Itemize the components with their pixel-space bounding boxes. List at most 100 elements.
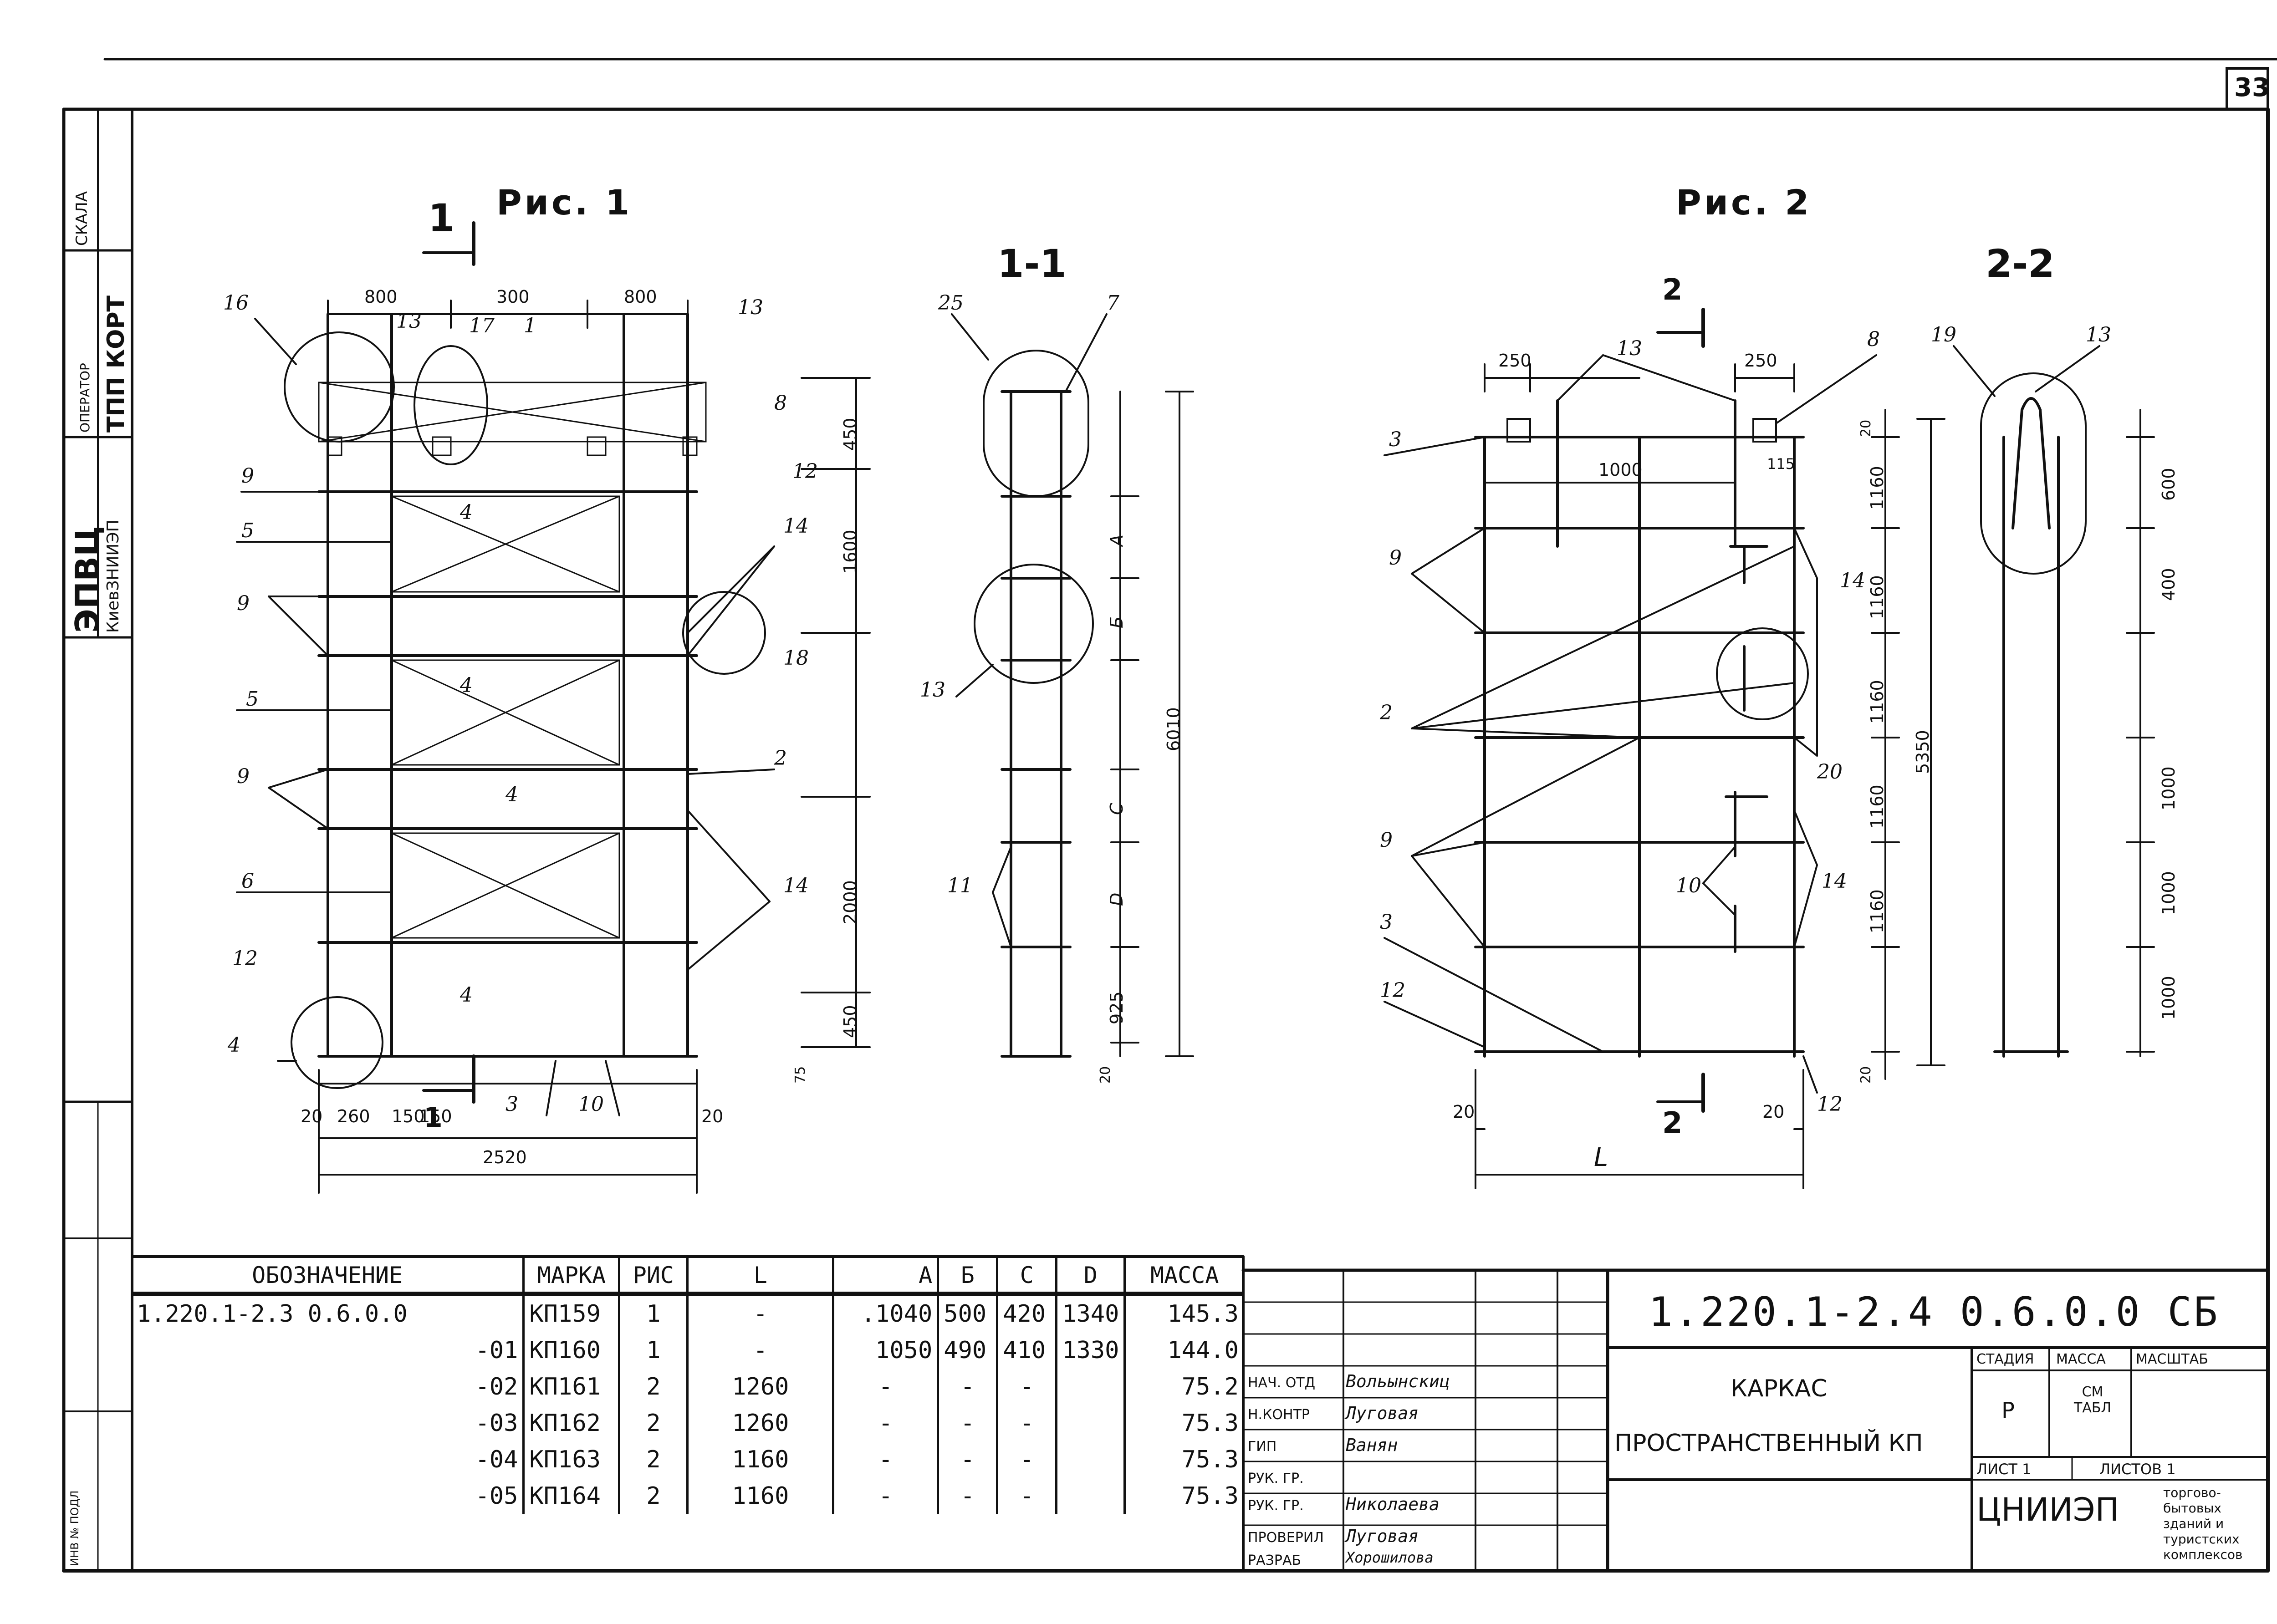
fig2-leader-14b: 14	[1822, 870, 1847, 893]
spec-cell: -	[938, 1441, 999, 1478]
sec11-dim-b: Б	[1107, 616, 1127, 628]
sec22-dim-1000a: 1000	[2159, 766, 2179, 810]
sec11-dim-a: A	[1107, 535, 1127, 546]
fig2-dim-115: 115	[1767, 455, 1795, 473]
organization-desc-2: бытовых	[2163, 1501, 2221, 1516]
fig1-dim-right-2: 1600	[840, 529, 860, 574]
spec-cell: -	[938, 1405, 999, 1441]
signature-role: НАЧ. ОТД	[1248, 1375, 1316, 1391]
signature-role: РАЗРАБ	[1248, 1553, 1302, 1568]
skala-label: СКАЛА	[73, 191, 91, 246]
spec-cell	[1056, 1369, 1126, 1405]
fig1-dim-right-4: 450	[840, 1005, 860, 1038]
fig1-leader-9a: 9	[241, 464, 254, 488]
spec-cell	[1056, 1441, 1126, 1478]
table-row: -01 КП160 1 - 1050 490 410 1330 144.0	[132, 1332, 1243, 1369]
fig1-leader-6: 6	[241, 870, 254, 893]
spec-header: L	[687, 1257, 835, 1296]
spec-header: РИС	[619, 1257, 689, 1296]
fig2-dim-L: L	[1594, 1143, 1608, 1172]
fig1-leader-12b: 12	[232, 947, 258, 970]
spec-cell: КП162	[523, 1405, 621, 1441]
mass-header: МАССА	[2056, 1351, 2106, 1367]
organization-desc-4: туристских	[2163, 1532, 2240, 1547]
spec-cell: КП159	[523, 1294, 621, 1332]
fig2-leader-20: 20	[1817, 760, 1843, 784]
fig1-dim-right-1: 450	[840, 417, 860, 451]
sec11-dim-20: 20	[1098, 1066, 1113, 1084]
spec-cell: 1050	[833, 1332, 939, 1369]
fig2-dim-1000: 1000	[1598, 460, 1643, 480]
spec-cell: 500	[938, 1294, 999, 1332]
fig2-leader-12a: 12	[1380, 979, 1405, 1002]
sec11-leader-7: 7	[1107, 291, 1119, 315]
spec-cell: 2	[619, 1478, 689, 1514]
fig1-leader-13a: 13	[396, 310, 422, 333]
signature-role: РУК. ГР.	[1248, 1498, 1304, 1514]
fig2-dim-b20a: 20	[1453, 1102, 1475, 1122]
spec-table: ОБОЗНАЧЕНИЕ МАРКА РИС L A Б C D МАССА 1.…	[132, 1257, 1243, 1514]
fig1-leader-10: 10	[578, 1093, 604, 1116]
section-1-1-title: 1-1	[997, 241, 1067, 286]
signature-name: Вольынскиц	[1346, 1371, 1450, 1391]
fig1-leader-17: 17	[469, 314, 495, 337]
fig1-leader-5b: 5	[246, 687, 259, 711]
fig1-leader-8: 8	[774, 392, 787, 415]
fig1-leader-9c: 9	[237, 765, 250, 788]
spec-cell: -	[833, 1441, 939, 1478]
spec-cell: -	[833, 1478, 939, 1514]
sec11-dim-c: C	[1107, 803, 1127, 815]
fig1-leader-13b: 13	[738, 296, 763, 319]
fig2-leader-3a: 3	[1389, 428, 1402, 451]
sec11-leader-11: 11	[947, 874, 973, 897]
spec-cell: 1	[619, 1294, 689, 1332]
signature-role: ПРОВЕРИЛ	[1248, 1530, 1324, 1546]
spec-cell	[1056, 1478, 1126, 1514]
spec-cell: 420	[997, 1294, 1058, 1332]
sec11-dim-d: D	[1107, 892, 1127, 906]
fig1-leader-4e: 4	[460, 983, 473, 1007]
fig1-leader-16: 16	[223, 291, 249, 315]
sec11-dim-925: 925	[1107, 991, 1127, 1024]
sec22-dim-1000b: 1000	[2159, 871, 2179, 915]
signature-role: РУК. ГР.	[1248, 1471, 1304, 1487]
spec-cell: 145.3	[1167, 1300, 1239, 1328]
spec-cell: 144.0	[1167, 1337, 1239, 1364]
scale-header: МАСШТАБ	[2136, 1351, 2208, 1367]
spec-cell: 490	[938, 1332, 999, 1369]
spec-cell: КП161	[523, 1369, 621, 1405]
fig1-dim-right-5: 75	[792, 1066, 808, 1084]
sheet-number: 33	[2234, 73, 2270, 102]
table-row: -04 КП163 2 1160 - - - 75.3	[132, 1441, 1243, 1478]
spec-cell: -	[833, 1405, 939, 1441]
spec-header: D	[1056, 1257, 1126, 1296]
spec-cell: -	[997, 1405, 1058, 1441]
operator-name: ТПП КОРТ	[102, 295, 130, 433]
operator-label: ОПЕРАТОР	[77, 363, 92, 433]
spec-header: A	[833, 1257, 939, 1296]
spec-cell: -	[938, 1478, 999, 1514]
sheet-label: ЛИСТ 1	[1976, 1461, 2032, 1478]
signature-name: Николаева	[1346, 1494, 1440, 1514]
fig2-dim-r1160b: 1160	[1867, 575, 1887, 619]
fig2-dim-r20a: 20	[1858, 419, 1874, 437]
figure-2-section-mark-bottom: 2	[1662, 1106, 1683, 1140]
spec-cell: -03	[132, 1405, 525, 1441]
spec-cell: КП164	[523, 1478, 621, 1514]
fig1-leader-5a: 5	[241, 519, 254, 542]
fig1-dim-bot-1: 20	[301, 1106, 323, 1126]
fig1-leader-18: 18	[783, 647, 809, 670]
document-name-line-2: ПРОСТРАНСТВЕННЫЙ КП	[1614, 1430, 1923, 1457]
spec-header: Б	[938, 1257, 999, 1296]
fig2-dim-b20b: 20	[1762, 1102, 1785, 1122]
spec-header: C	[997, 1257, 1058, 1296]
table-row: 1.220.1-2.3 0.6.0.0 КП159 1 - .1040 500 …	[132, 1294, 1243, 1332]
fig1-dim-total: 2520	[483, 1147, 527, 1167]
sec22-dim-600: 600	[2159, 468, 2179, 501]
fig2-leader-12b: 12	[1817, 1093, 1843, 1116]
fig1-leader-4b: 4	[460, 674, 473, 697]
spec-cell: -02	[132, 1369, 525, 1405]
fig2-leader-10: 10	[1676, 874, 1701, 897]
spec-cell: 75.3	[1181, 1446, 1239, 1473]
fig1-leader-1: 1	[524, 314, 536, 337]
